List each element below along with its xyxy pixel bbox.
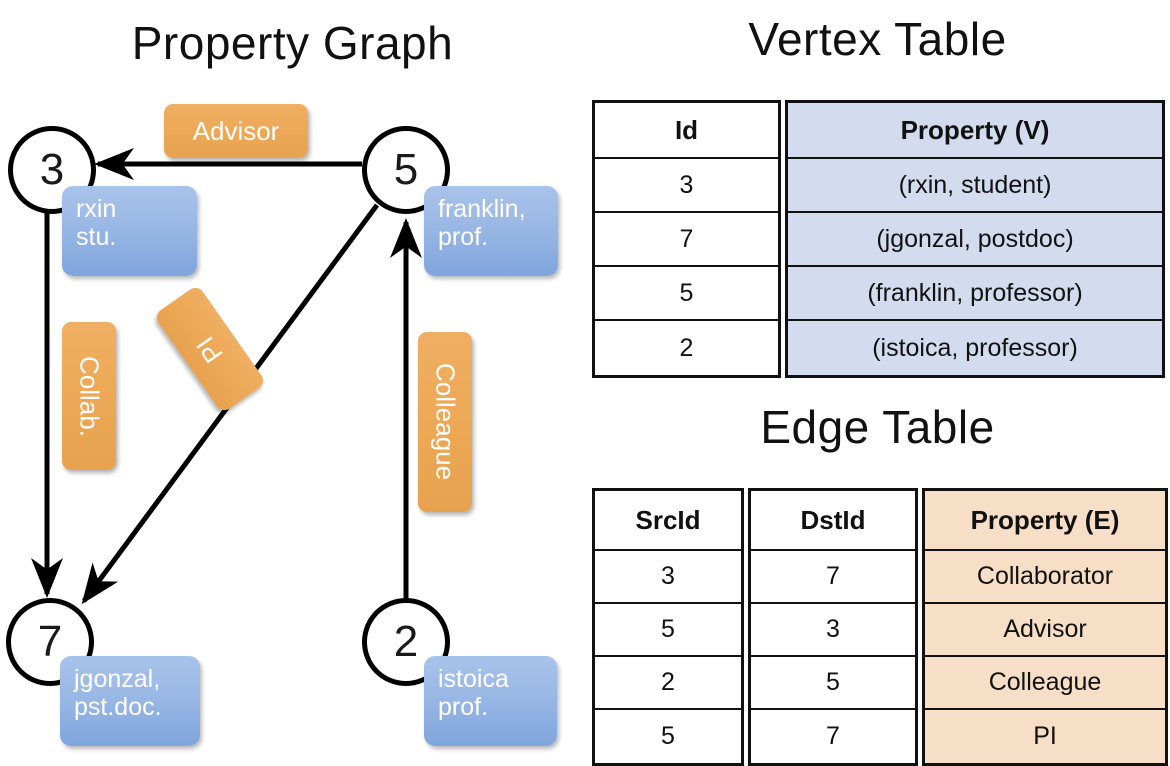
graph-node-7-label: 7 <box>37 617 63 666</box>
table-row: 7 <box>826 722 840 750</box>
table-row: Colleague <box>925 657 1165 710</box>
graph-node-5[interactable]: 5 <box>362 126 450 214</box>
node-5-property-line2: prof. <box>438 223 489 251</box>
table-row: 5 <box>751 657 915 710</box>
table-row: (rxin, student) <box>788 159 1162 213</box>
table-row: (jgonzal, postdoc) <box>788 213 1162 267</box>
edge-table-header-srcid: SrcId <box>595 491 741 551</box>
table-row: 2 <box>679 333 694 362</box>
node-3-property-line2: stu. <box>76 223 117 251</box>
graph-node-2-label: 2 <box>393 617 419 666</box>
table-row: 7 <box>751 551 915 604</box>
page-title-property-graph: Property Graph <box>131 17 454 69</box>
vertex-table-header-property: Property (V) <box>788 103 1162 159</box>
page-title-edge-table: Edge Table <box>760 401 995 453</box>
vertex-table: Id 3 7 5 2 Property (V) (rxin, student) … <box>592 100 1165 378</box>
edge-label-collab-text: Collab. <box>74 355 105 437</box>
edge-label-colleague[interactable]: Colleague <box>418 332 472 512</box>
vertex-table-col-property: Property (V) (rxin, student) (jgonzal, p… <box>785 100 1165 378</box>
edge-table-header-dstid: DstId <box>751 491 915 551</box>
table-row: Collaborator <box>925 551 1165 604</box>
node-7-property-line1: jgonzal, <box>74 665 161 693</box>
table-row: (istoica, professor) <box>788 321 1162 375</box>
table-row: 2 <box>595 657 741 710</box>
node-5-property-box[interactable]: franklin, prof. <box>424 186 558 276</box>
node-2-property-line2: prof. <box>438 693 489 721</box>
edge-table-col-srcid: SrcId 3 5 2 5 <box>592 488 744 766</box>
vertex-table-col-id: Id 3 7 5 2 <box>592 100 781 378</box>
node-2-property-box[interactable]: istoica prof. <box>424 656 557 746</box>
graph-node-3-label: 3 <box>39 145 65 194</box>
edge-label-pi-text: PI <box>190 330 229 368</box>
node-3-property-box[interactable]: rxin stu. <box>62 186 197 276</box>
node-7-property-line2: pst.doc. <box>74 693 162 721</box>
edge-table-col-property: Property (E) Collaborator Advisor Collea… <box>922 488 1168 766</box>
table-row: 5 <box>595 267 778 321</box>
edge-table-header-property: Property (E) <box>925 491 1165 551</box>
table-row: (franklin, professor) <box>788 267 1162 321</box>
table-row: 5 <box>661 722 675 750</box>
edge-label-collab[interactable]: Collab. <box>62 322 116 470</box>
edge-table: SrcId 3 5 2 5 DstId 7 3 5 7 Property (E)… <box>592 488 1168 766</box>
table-row: 7 <box>595 213 778 267</box>
table-row: PI <box>925 710 1165 763</box>
table-row: 3 <box>751 604 915 657</box>
table-row: 3 <box>595 159 778 213</box>
edge-label-colleague-text: Colleague <box>430 363 461 481</box>
table-row: 3 <box>595 551 741 604</box>
page-title-vertex-table: Vertex Table <box>748 13 1007 65</box>
node-7-property-box[interactable]: jgonzal, pst.doc. <box>60 656 200 746</box>
node-5-property-line1: franklin, <box>438 195 526 223</box>
table-row: 5 <box>595 604 741 657</box>
graph-node-2[interactable]: 2 <box>362 598 450 686</box>
edge-table-col-dstid: DstId 7 3 5 7 <box>748 488 918 766</box>
edge-label-advisor[interactable]: Advisor <box>164 104 308 158</box>
vertex-table-header-id: Id <box>595 103 778 159</box>
graph-node-5-label: 5 <box>393 145 419 194</box>
edge-label-advisor-text: Advisor <box>192 115 280 146</box>
property-graph-diagram: 3 5 7 2 rxin stu. franklin, prof. jgonza… <box>0 0 585 760</box>
table-row: Advisor <box>925 604 1165 657</box>
node-3-property-line1: rxin <box>76 195 117 223</box>
node-2-property-line1: istoica <box>438 665 509 693</box>
